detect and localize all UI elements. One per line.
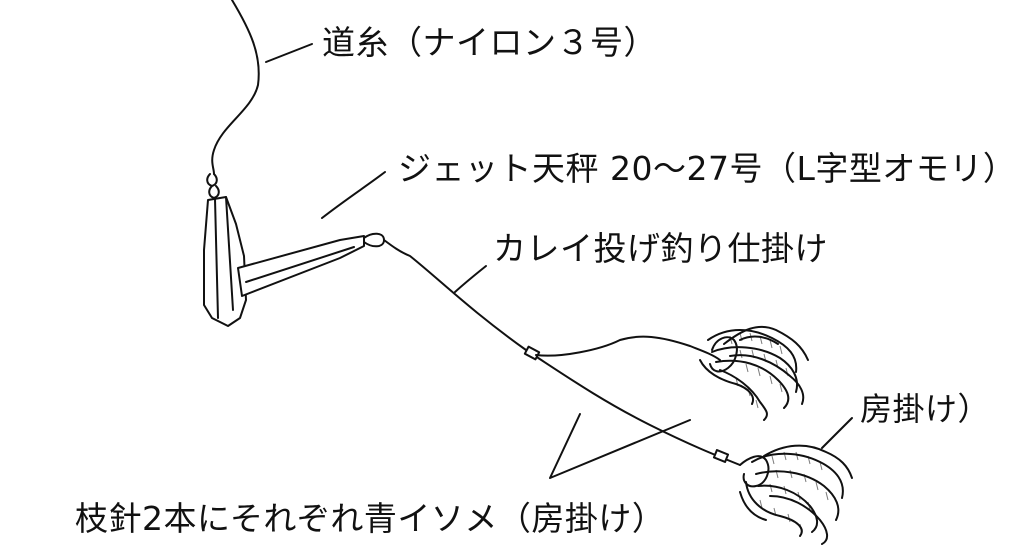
pointer-branches: [549, 413, 691, 479]
label-bait-right: 房掛け）: [860, 390, 991, 428]
sinker-arm: [237, 235, 365, 297]
bait-worms-2: [739, 444, 853, 545]
swivel-top: [206, 173, 220, 199]
bait-worms-1: [699, 325, 809, 421]
sleeve-1: [523, 345, 541, 361]
label-main-line: 道糸（ナイロン３号）: [322, 23, 657, 62]
pointer-sinker: [321, 171, 386, 219]
label-sinker: ジェット天秤 20〜27号（L字型オモリ）: [398, 149, 1017, 188]
hook-1: [709, 336, 738, 373]
label-bait-bottom: 枝針2本にそれぞれ青イソメ（房掛け）: [75, 499, 666, 538]
arm-ring: [363, 232, 385, 248]
sleeve-2: [712, 449, 730, 463]
branch-line-1: [535, 335, 721, 361]
pointer-bait-right: [821, 417, 853, 449]
main-line: [211, 0, 260, 175]
pointer-mainline: [265, 43, 313, 63]
label-rig: カレイ投げ釣り仕掛け: [493, 229, 828, 268]
sinker-weight: [203, 196, 247, 327]
leader-line: [383, 239, 741, 466]
pointer-rig: [454, 265, 487, 293]
